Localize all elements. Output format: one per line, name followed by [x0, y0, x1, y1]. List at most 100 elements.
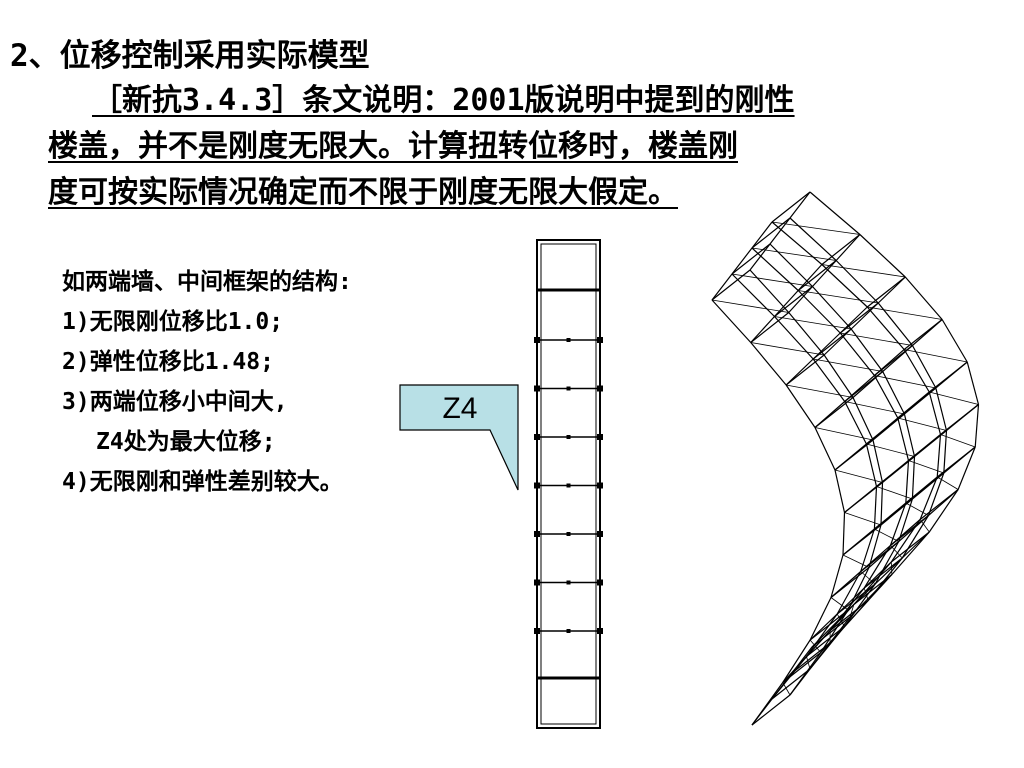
- frame-column: [809, 642, 831, 670]
- frame-column: [751, 221, 773, 249]
- frame-beam: [774, 316, 814, 360]
- floor-diagonal: [867, 306, 943, 320]
- frame-transverse-beam: [830, 567, 870, 598]
- frame-beam: [891, 531, 930, 575]
- frame-beam: [782, 639, 811, 683]
- floor-diagonal: [842, 554, 870, 568]
- frame-beam: [835, 260, 879, 304]
- floor-diagonal: [771, 221, 860, 235]
- frame-column: [863, 561, 892, 589]
- frame-transverse-beam: [785, 354, 825, 386]
- frame-column: [809, 613, 838, 641]
- frame-transverse-beam: [863, 557, 903, 589]
- frame-transverse-beam: [829, 600, 869, 631]
- list-item-1: 1)无限刚位移比1.0;: [62, 309, 284, 335]
- frame-beam: [866, 306, 905, 350]
- list-item-2: 2)弹性位移比1.48;: [62, 349, 274, 375]
- callout-bubble: [399, 384, 519, 491]
- frame-column: [769, 217, 791, 245]
- frame-beam: [842, 512, 846, 556]
- floor-diagonal: [874, 528, 899, 542]
- floor-diagonal: [876, 486, 913, 500]
- floor-diagonal: [905, 502, 929, 516]
- floor-diagonal: [849, 604, 855, 618]
- frame-beam: [935, 387, 948, 431]
- frame-column: [785, 358, 814, 386]
- frame-column: [877, 276, 906, 304]
- column-dot: [534, 337, 540, 343]
- list-item-4: 4)无限刚和弹性差别较大。: [62, 469, 343, 495]
- frame-beam: [943, 430, 948, 474]
- frame-transverse-beam: [814, 397, 854, 428]
- frame-beam: [809, 191, 861, 235]
- floor-diagonal: [806, 656, 811, 670]
- frame-beam: [898, 498, 913, 542]
- floor-diagonal: [897, 417, 947, 431]
- frame-column: [789, 668, 811, 696]
- frame-beam: [839, 332, 875, 376]
- frame-transverse-beam: [821, 234, 861, 265]
- frame-column: [812, 332, 841, 360]
- floor-diagonal: [813, 358, 883, 372]
- list-item-3-cont: Z4处为最大位移;: [96, 429, 276, 455]
- frame-transverse-beam: [771, 191, 811, 223]
- frame-beam: [859, 234, 906, 278]
- frame-column: [839, 306, 868, 334]
- frame-transverse-beam: [919, 489, 959, 520]
- floor-diagonal: [874, 375, 936, 389]
- frame-beam: [785, 384, 816, 428]
- floor-diagonal: [786, 384, 854, 398]
- frame-beam: [812, 358, 846, 402]
- paragraph-line-1: ［新抗3.4.3］条文说明：2001版说明中提到的刚性: [92, 83, 795, 118]
- frame-transverse-beam: [844, 371, 884, 402]
- frame-beam: [868, 524, 882, 568]
- frame-transverse-beam: [844, 482, 883, 513]
- paragraph-line-3: 度可按实际情况确定而不限于刚度无限大假定。: [48, 175, 678, 210]
- frame-beam: [788, 312, 825, 356]
- column-dot: [566, 435, 571, 439]
- frame-beam: [820, 609, 849, 653]
- frame-column: [789, 191, 811, 219]
- deformed-frame-diagram: [711, 191, 980, 726]
- column-dot: [597, 579, 603, 586]
- column-dot: [534, 579, 540, 586]
- column-dot: [566, 338, 571, 342]
- floor-diagonal: [904, 349, 968, 363]
- frame-column: [867, 574, 893, 601]
- frame-beam: [882, 371, 905, 415]
- floor-plan-diagram: [534, 239, 603, 729]
- floor-diagonal: [750, 342, 825, 356]
- floor-diagonal: [834, 469, 883, 483]
- frame-column: [731, 247, 753, 275]
- frame-transverse-beam: [874, 498, 913, 530]
- floor-diagonal: [836, 613, 845, 627]
- frame-beam: [751, 247, 799, 291]
- frame-transverse-beam: [905, 472, 945, 504]
- frame-column: [812, 260, 837, 287]
- frame-beam: [797, 290, 841, 334]
- frame-column: [836, 587, 865, 615]
- frame-beam: [830, 554, 844, 598]
- floor-diagonal: [940, 434, 976, 448]
- frame-beam: [834, 469, 846, 513]
- frame-beam: [812, 286, 852, 330]
- floor-diagonal: [844, 401, 905, 415]
- floor-diagonal: [844, 512, 882, 526]
- floor-diagonal: [840, 332, 913, 346]
- frame-beam: [814, 427, 836, 471]
- frame-beam: [749, 269, 790, 313]
- frame-column: [751, 698, 773, 726]
- frame-transverse-beam: [711, 269, 751, 301]
- frame-beam: [865, 443, 878, 487]
- column-dot: [566, 532, 571, 536]
- frame-beam: [911, 345, 937, 389]
- floor-diagonal: [711, 299, 789, 313]
- frame-beam: [974, 404, 980, 448]
- frame-beam: [852, 397, 874, 441]
- floor-diagonal: [798, 290, 879, 304]
- frame-column: [844, 600, 869, 627]
- floor-diagonal: [929, 391, 979, 405]
- frame-beam: [836, 571, 862, 615]
- frame-beam: [941, 319, 968, 363]
